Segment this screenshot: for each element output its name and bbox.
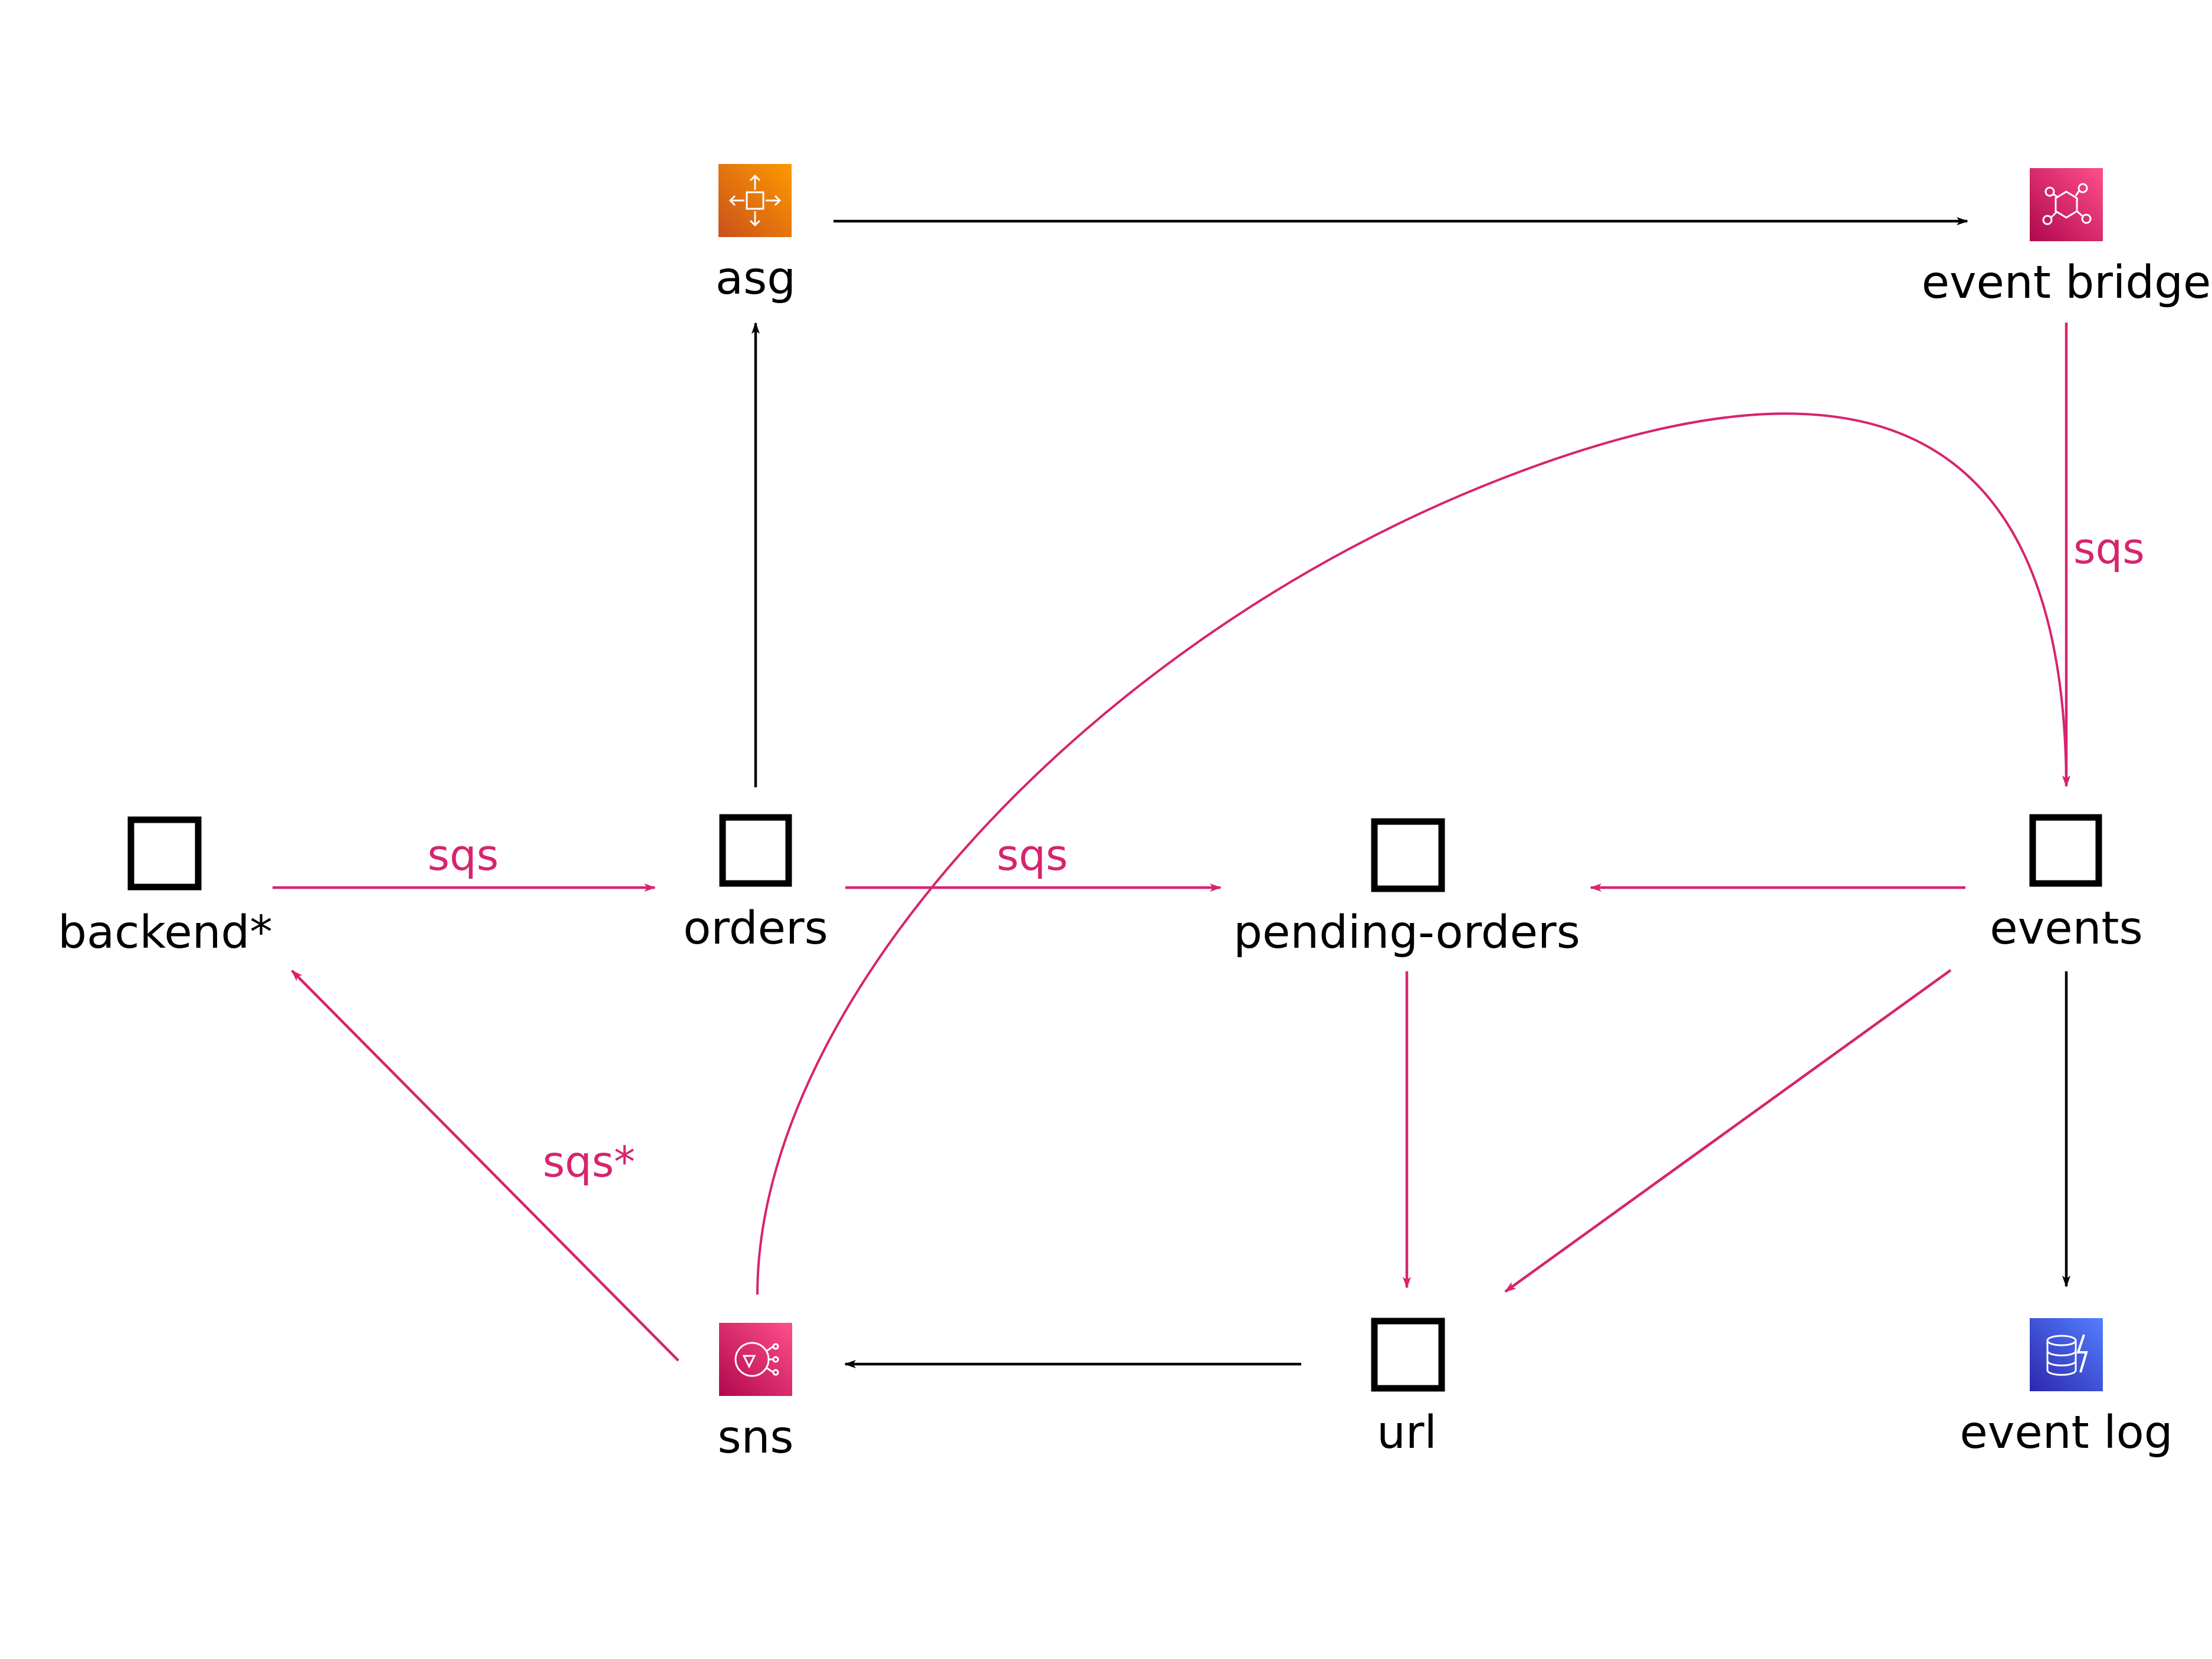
edge-label-backend-orders: sqs	[428, 830, 499, 880]
node-eventbridge[interactable]: event bridge	[1922, 168, 2211, 309]
eventbridge-icon	[2030, 168, 2103, 241]
square-icon	[1371, 818, 1445, 892]
node-label-events: events	[1990, 902, 2142, 955]
node-label-backend: backend*	[58, 906, 273, 959]
square-icon	[127, 816, 202, 891]
edge-sns-to-backend	[291, 970, 680, 1362]
edge-label-eventbridge-events: sqs	[2073, 524, 2145, 573]
node-orders[interactable]: orders	[683, 814, 828, 955]
square-icon	[719, 814, 792, 887]
edge-labels: sqs sqs sqs sqs*	[428, 524, 2145, 1187]
node-label-asg: asg	[716, 252, 796, 305]
square-icon	[1371, 1318, 1445, 1392]
edge-label-orders-pending: sqs	[997, 830, 1068, 880]
node-label-pending-orders: pending-orders	[1233, 906, 1580, 959]
node-label-eventbridge: event bridge	[1922, 257, 2211, 309]
node-asg[interactable]: asg	[716, 164, 796, 305]
node-label-sns: sns	[717, 1411, 793, 1464]
edge-events-to-url	[1504, 969, 1952, 1293]
node-label-eventlog: event log	[1960, 1407, 2172, 1459]
sns-icon	[719, 1323, 792, 1396]
edge-label-sns-backend: sqs*	[543, 1137, 635, 1187]
node-label-orders: orders	[683, 902, 828, 955]
node-label-url: url	[1377, 1407, 1437, 1459]
node-eventlog[interactable]: event log	[1960, 1318, 2173, 1459]
dynamodb-icon	[2030, 1318, 2103, 1391]
autoscaling-icon	[718, 164, 792, 237]
node-backend[interactable]: backend*	[58, 816, 273, 959]
node-events[interactable]: events	[1990, 814, 2143, 955]
node-sns[interactable]: sns	[717, 1323, 794, 1464]
node-url[interactable]: url	[1371, 1318, 1445, 1459]
square-icon	[2029, 814, 2102, 887]
edge-sns-to-events	[756, 412, 2070, 1295]
edges	[273, 217, 2070, 1368]
node-pending-orders[interactable]: pending-orders	[1233, 818, 1580, 959]
